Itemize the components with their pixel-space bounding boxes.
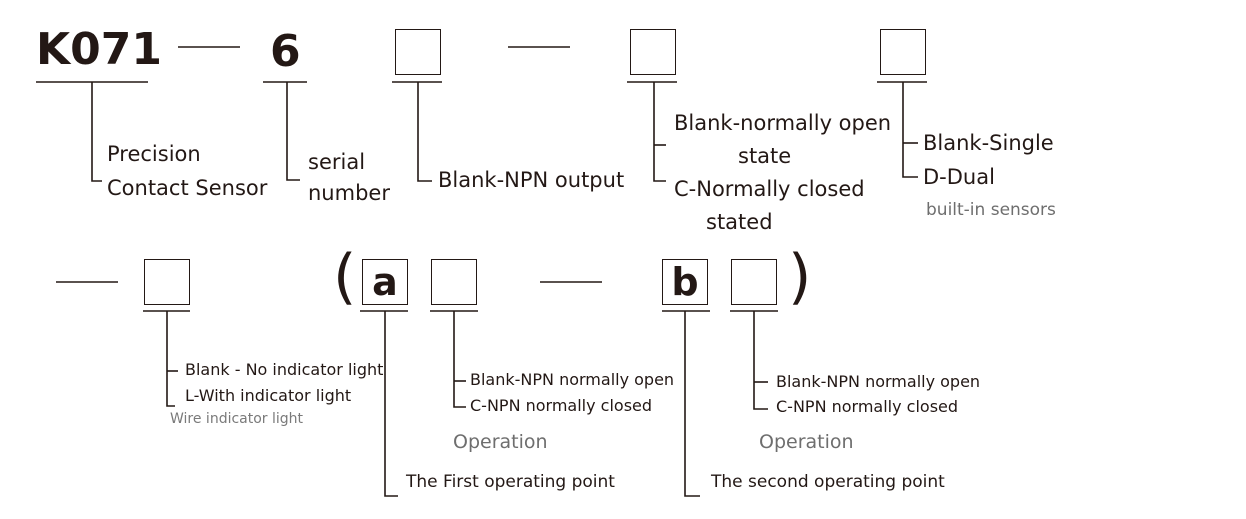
indicator-with-label: L-With indicator light	[185, 386, 352, 405]
first-point-box: a	[362, 259, 408, 305]
sensor-dual-label: D-Dual	[923, 165, 995, 189]
leader-precision	[91, 82, 102, 182]
sensor-single-label: Blank-Single	[923, 131, 1054, 155]
state-open-label: Blank-normally open	[674, 111, 892, 135]
precision-label-2: Contact Sensor	[107, 176, 268, 200]
series-number: 6	[270, 26, 301, 77]
output-label: Blank-NPN output	[438, 168, 625, 192]
op1-open-label: Blank-NPN normally open	[470, 370, 675, 389]
indicator-none-label: Blank - No indicator light	[185, 360, 384, 379]
indicator-box	[144, 259, 190, 305]
precision-label-1: Precision	[107, 142, 201, 166]
second-point-box: b	[662, 259, 708, 305]
leader-op2	[753, 311, 768, 410]
leader-first-point	[384, 311, 398, 497]
op1-caption: Operation	[453, 431, 548, 453]
state-closed-label: C-Normally closed	[674, 177, 865, 201]
first-point-label: The First operating point	[406, 472, 615, 492]
state-open-label-2: state	[738, 144, 792, 168]
leader-state	[653, 82, 666, 182]
close-paren: )	[788, 242, 812, 312]
op2-box	[731, 259, 777, 305]
serial-label-1: serial	[308, 150, 366, 174]
op1-closed-label: C-NPN normally closed	[470, 396, 653, 415]
state-box	[630, 29, 676, 75]
op1-box	[431, 259, 477, 305]
leader-sensor	[902, 82, 918, 178]
output-box	[395, 29, 441, 75]
indicator-caption: Wire indicator light	[170, 411, 304, 427]
second-point-label: The second operating point	[711, 472, 945, 492]
open-paren: (	[333, 242, 357, 312]
state-closed-label-2: stated	[706, 210, 773, 234]
op2-open-label: Blank-NPN normally open	[776, 372, 981, 391]
sensor-box	[880, 29, 926, 75]
leader-output	[417, 82, 432, 182]
op2-closed-label: C-NPN normally closed	[776, 397, 959, 416]
leader-serial	[286, 82, 300, 181]
op2-caption: Operation	[759, 431, 854, 453]
leader-indicator	[166, 311, 175, 407]
sensor-caption: built-in sensors	[926, 200, 1056, 220]
serial-label-2: number	[308, 181, 390, 205]
leader-op1	[453, 311, 466, 408]
model-prefix: K071	[36, 24, 162, 75]
leader-second-point	[684, 311, 700, 497]
